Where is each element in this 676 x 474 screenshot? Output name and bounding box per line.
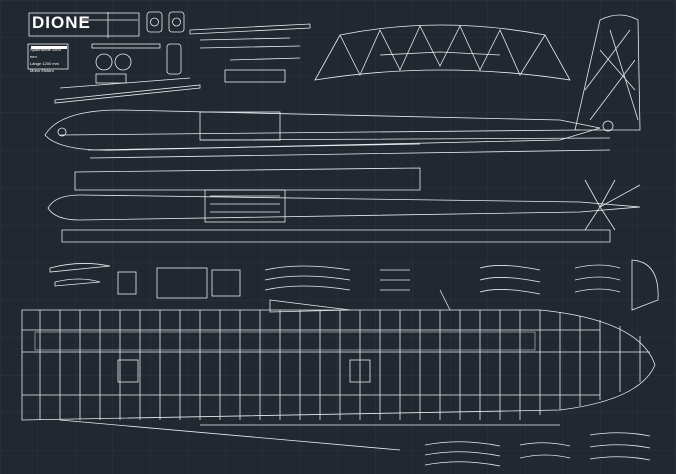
spec-label: Spannweite — [30, 47, 51, 52]
spec-label: Länge — [30, 61, 42, 66]
spec-row: Länge 1200 mm — [30, 60, 68, 67]
spec-row: Spannweite 2500 mm — [30, 46, 68, 60]
fuselage-side-view — [44, 109, 601, 151]
main-wing-panel — [21, 309, 656, 451]
bottom-ribs — [424, 432, 651, 467]
title-block — [27, 11, 185, 84]
small-parts — [49, 259, 659, 313]
center-wing-panel — [314, 24, 571, 81]
drawing-title: DIONE — [32, 13, 91, 32]
spec-list: Spannweite 2500 mm Länge 1200 mm Motor E… — [30, 46, 68, 74]
fuselage-top-view — [47, 179, 641, 231]
tail-fin — [574, 14, 641, 132]
spec-value: 2500 mm — [30, 47, 61, 59]
spec-value: 1200 mm — [42, 61, 59, 66]
spec-label: Motor — [30, 68, 41, 73]
spec-bar — [31, 46, 67, 49]
spec-value: Elektro — [41, 68, 54, 73]
spec-row: Motor Elektro — [30, 67, 68, 74]
